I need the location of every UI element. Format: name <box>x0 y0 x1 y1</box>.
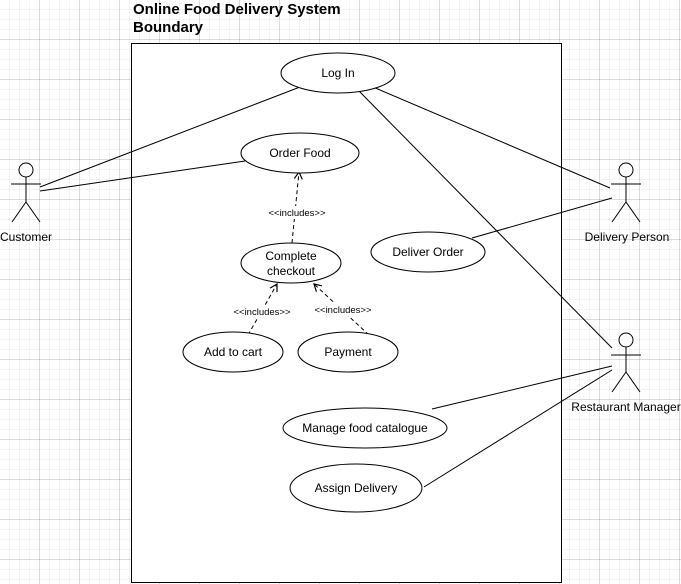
use-case-log-in[interactable] <box>280 52 396 94</box>
include-label-add-to-cart: <<includes>> <box>233 307 290 318</box>
use-case-deliver-order-label: Deliver Order <box>392 245 463 259</box>
boundary-title-line-1: Online Food Delivery System <box>133 1 341 18</box>
use-case-assign-delivery[interactable] <box>289 463 423 513</box>
use-case-deliver-order[interactable] <box>370 231 486 273</box>
actor-customer-label: Customer <box>0 230 52 244</box>
use-case-complete-checkout-label-line-2: checkout <box>267 264 316 278</box>
association-manage-catalogue-restaurant-manager[interactable] <box>431 365 613 410</box>
use-case-complete-checkout-label-line-1: Complete <box>265 249 317 263</box>
actor-customer-figure[interactable] <box>11 162 41 223</box>
use-case-assign-delivery-label: Assign Delivery <box>315 481 398 495</box>
association-assign-delivery-restaurant-manager[interactable] <box>423 369 613 488</box>
actor-delivery-person-label: Delivery Person <box>585 230 670 244</box>
association-customer-order-food[interactable] <box>39 160 246 192</box>
boundary-title: Online Food Delivery System Boundary <box>133 1 341 37</box>
include-label-payment: <<includes>> <box>314 305 371 316</box>
use-case-order-food[interactable] <box>240 132 360 174</box>
association-login-delivery-person[interactable] <box>372 86 611 189</box>
use-case-order-food-label: Order Food <box>269 146 330 160</box>
association-deliver-order-delivery-person[interactable] <box>471 197 613 239</box>
include-label-checkout: <<includes>> <box>268 208 325 219</box>
use-case-complete-checkout[interactable] <box>240 242 342 284</box>
use-case-manage-food-catalogue[interactable] <box>282 407 448 449</box>
actor-delivery-person-figure[interactable] <box>611 162 641 223</box>
use-case-add-to-cart[interactable] <box>182 331 284 373</box>
use-case-add-to-cart-label: Add to cart <box>204 345 263 359</box>
actor-restaurant-manager-label: Restaurant Manager <box>571 400 680 414</box>
boundary-title-line-2: Boundary <box>133 19 204 36</box>
use-case-log-in-label: Log In <box>321 66 354 80</box>
association-customer-login[interactable] <box>39 86 301 188</box>
association-login-restaurant-manager[interactable] <box>356 88 613 349</box>
use-case-payment[interactable] <box>297 331 399 373</box>
actor-restaurant-manager-figure[interactable] <box>611 332 641 393</box>
use-case-payment-label: Payment <box>324 345 372 359</box>
use-case-manage-food-catalogue-label: Manage food catalogue <box>302 421 428 435</box>
